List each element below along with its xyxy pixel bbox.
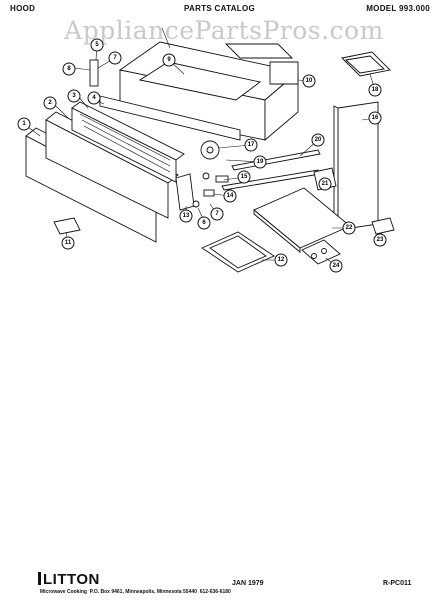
callout: 19 bbox=[253, 155, 267, 169]
callout: 16 bbox=[368, 111, 382, 125]
callout: 10 bbox=[302, 74, 316, 88]
callout: 7 bbox=[210, 207, 224, 221]
header-model-number: MODEL 993.000 bbox=[366, 4, 430, 13]
callout: 8 bbox=[62, 62, 76, 76]
footer-phone: 612-636-6180 bbox=[199, 589, 231, 595]
callout-11: 11 bbox=[65, 240, 72, 246]
callout-1: 1 bbox=[22, 121, 26, 127]
callout: 13 bbox=[179, 209, 193, 223]
callout: 4 bbox=[87, 91, 101, 105]
callout-4: 4 bbox=[92, 95, 96, 101]
footer-address: P.O. Box 9461, Minneapolis, Minnesota 55… bbox=[89, 589, 197, 595]
callout: 2 bbox=[43, 96, 57, 110]
footer-page-code: R-PC011 bbox=[383, 580, 412, 587]
callout: 23 bbox=[373, 233, 387, 247]
callout-6: 6 bbox=[202, 220, 206, 226]
callout-16: 16 bbox=[372, 115, 379, 121]
callout-14: 14 bbox=[227, 193, 234, 199]
small-bracket bbox=[89, 59, 99, 87]
callout-22: 22 bbox=[346, 225, 353, 231]
rail bbox=[221, 149, 321, 191]
filter-18 bbox=[341, 51, 391, 77]
small-hardware bbox=[175, 172, 229, 211]
callout: 24 bbox=[329, 259, 343, 273]
callout-20: 20 bbox=[315, 137, 322, 143]
callout-24: 24 bbox=[333, 263, 340, 269]
callout-5: 5 bbox=[95, 42, 99, 48]
callout-9: 9 bbox=[167, 57, 171, 63]
brand-logo: LITTON bbox=[38, 571, 100, 588]
header-section-label: HOOD bbox=[10, 4, 36, 13]
switch-assembly bbox=[301, 239, 341, 265]
callout-3: 3 bbox=[72, 93, 76, 99]
callout-17: 17 bbox=[248, 142, 255, 148]
label-23 bbox=[371, 217, 395, 235]
callout-19: 19 bbox=[257, 159, 264, 165]
brand-name: LITTON bbox=[43, 571, 100, 588]
callout-15: 15 bbox=[241, 174, 248, 180]
callout-2: 2 bbox=[48, 100, 52, 106]
footer-subline: Microwave Cooking bbox=[40, 589, 87, 595]
callout: 15 bbox=[237, 170, 251, 184]
callout: 11 bbox=[61, 236, 75, 250]
light-lens bbox=[201, 231, 275, 273]
callout: 6 bbox=[197, 216, 211, 230]
callout-7b: 7 bbox=[215, 211, 219, 217]
callout-8: 8 bbox=[67, 66, 71, 72]
callout: 18 bbox=[368, 83, 382, 97]
callout-21: 21 bbox=[322, 181, 329, 187]
side-panel bbox=[333, 101, 379, 231]
callout-18: 18 bbox=[372, 87, 379, 93]
callout: 12 bbox=[274, 253, 288, 267]
callout: 9 bbox=[162, 53, 176, 67]
callout: 17 bbox=[244, 138, 258, 152]
callout: 3 bbox=[67, 89, 81, 103]
callout-23: 23 bbox=[377, 237, 384, 243]
callout-7: 7 bbox=[113, 55, 117, 61]
header-catalog-title: PARTS CATALOG bbox=[184, 4, 256, 13]
bottom-panel bbox=[253, 187, 351, 253]
callout: 21 bbox=[318, 177, 332, 191]
logo-bar-icon bbox=[38, 572, 41, 585]
callout: 22 bbox=[342, 221, 356, 235]
top-vent-part bbox=[224, 43, 299, 85]
callout: 1 bbox=[17, 117, 31, 131]
callout: 5 bbox=[90, 38, 104, 52]
footer-date: JAN 1979 bbox=[232, 580, 264, 587]
callout: 20 bbox=[311, 133, 325, 147]
callout-12: 12 bbox=[278, 257, 285, 263]
callout-10: 10 bbox=[306, 78, 313, 84]
grille bbox=[71, 101, 185, 183]
callout: 7 bbox=[108, 51, 122, 65]
label-11 bbox=[53, 217, 81, 235]
callout: 14 bbox=[223, 189, 237, 203]
callout-13: 13 bbox=[183, 213, 190, 219]
footer-address-line: Microwave Cooking P.O. Box 9461, Minneap… bbox=[40, 589, 231, 595]
